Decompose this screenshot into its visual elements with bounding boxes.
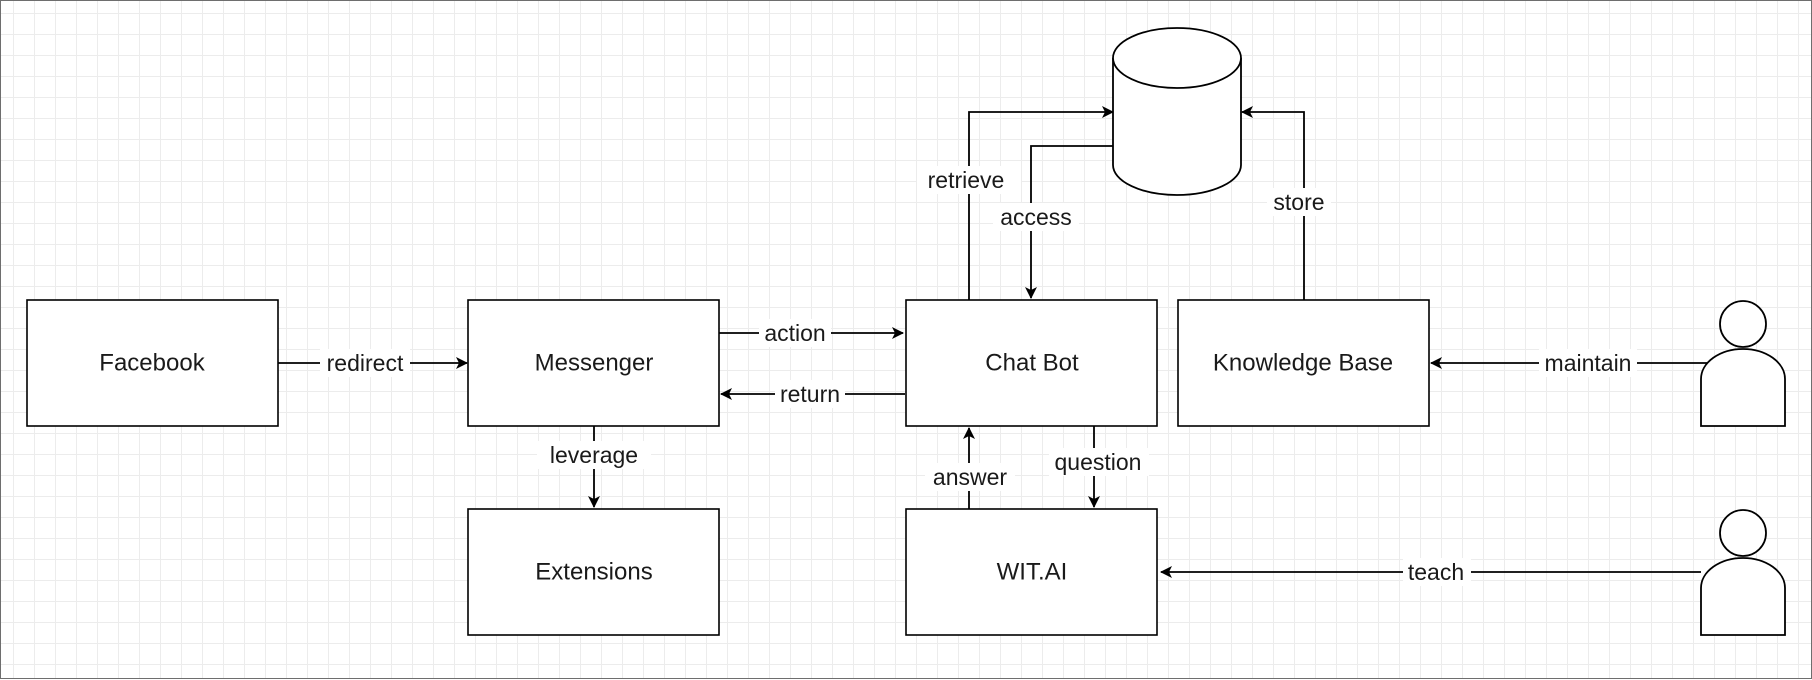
node-label-knowledge-base: Knowledge Base — [1213, 350, 1393, 377]
node-witai[interactable]: WIT.AI — [905, 508, 1158, 636]
edge-question[interactable]: question — [1049, 426, 1149, 508]
node-label-witai: WIT.AI — [997, 559, 1068, 586]
edge-label-redirect: redirect — [327, 350, 404, 376]
edge-access[interactable]: access — [993, 145, 1113, 299]
edge-teach[interactable]: teach — [1160, 558, 1701, 586]
edge-store[interactable]: store — [1241, 106, 1331, 300]
node-messenger[interactable]: Messenger — [467, 299, 720, 427]
database-icon[interactable] — [1112, 27, 1242, 196]
node-extensions[interactable]: Extensions — [467, 508, 720, 636]
person-icon[interactable] — [1700, 509, 1786, 636]
edge-action[interactable]: action — [719, 319, 904, 347]
edge-maintain[interactable]: maintain — [1430, 349, 1707, 377]
node-label-extensions: Extensions — [535, 559, 652, 586]
edge-label-question: question — [1055, 449, 1142, 475]
edge-leverage[interactable]: leverage — [537, 426, 651, 508]
node-label-facebook: Facebook — [99, 350, 205, 377]
edge-label-leverage: leverage — [550, 442, 638, 468]
edge-label-store: store — [1273, 189, 1324, 215]
edge-label-teach: teach — [1408, 559, 1464, 585]
person-icon[interactable] — [1700, 300, 1786, 427]
node-label-chatbot: Chat Bot — [985, 350, 1079, 377]
edge-answer[interactable]: answer — [925, 427, 1015, 509]
edge-retrieve[interactable]: retrieve — [917, 106, 1114, 300]
node-knowledge-base[interactable]: Knowledge Base — [1177, 299, 1430, 427]
node-chatbot[interactable]: Chat Bot — [905, 299, 1158, 427]
node-label-messenger: Messenger — [535, 350, 654, 377]
edge-label-action: action — [764, 320, 825, 346]
node-facebook[interactable]: Facebook — [26, 299, 279, 427]
edge-label-retrieve: retrieve — [928, 167, 1005, 193]
edge-redirect[interactable]: redirect — [278, 349, 468, 377]
edge-label-answer: answer — [933, 464, 1007, 490]
edge-return[interactable]: return — [720, 380, 905, 408]
edge-label-maintain: maintain — [1545, 350, 1632, 376]
edge-label-access: access — [1000, 204, 1072, 230]
edge-label-return: return — [780, 381, 840, 407]
